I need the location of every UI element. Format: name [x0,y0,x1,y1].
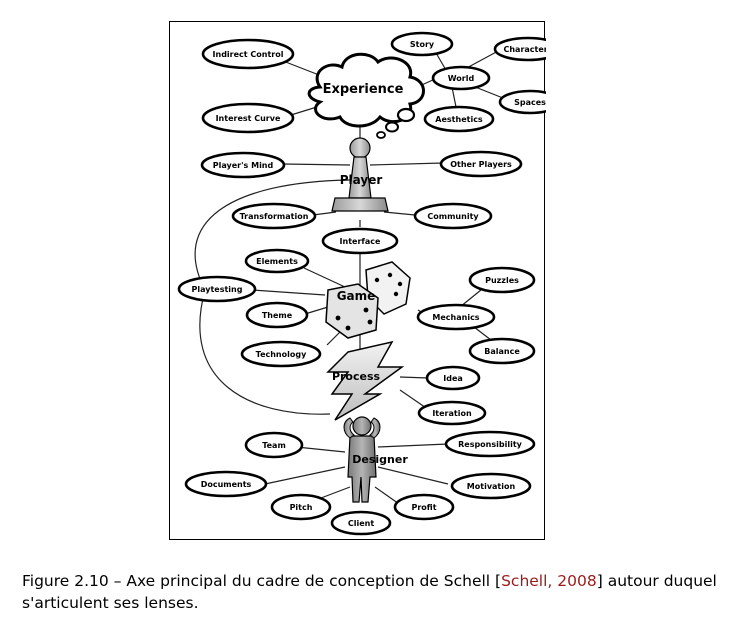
node-interface: Interface [321,227,399,255]
svg-text:Indirect Control: Indirect Control [213,50,284,59]
node-technology: Technology [240,340,322,368]
node-interest-curve: Interest Curve [201,102,295,134]
svg-text:Theme: Theme [262,311,293,320]
svg-text:Documents: Documents [201,480,252,489]
experience-cloud: Experience [307,52,425,139]
svg-text:Story: Story [410,40,435,49]
node-playtesting: Playtesting [177,275,257,303]
node-transformation: Transformation [231,202,317,230]
svg-text:Pitch: Pitch [290,503,313,512]
svg-text:Player's Mind: Player's Mind [213,161,274,170]
svg-text:Community: Community [427,212,479,221]
node-profit: Profit [393,493,455,521]
svg-text:Team: Team [262,441,286,450]
svg-text:Elements: Elements [256,257,298,266]
node-world: World [431,65,491,91]
node-pitch: Pitch [270,493,332,521]
node-indirect-control: Indirect Control [201,38,295,70]
process-label: Process [332,370,381,383]
node-puzzles: Puzzles [468,266,536,294]
svg-text:Responsibility: Responsibility [458,440,523,449]
svg-text:Characters: Characters [503,45,546,54]
svg-text:Idea: Idea [443,374,463,383]
svg-text:Profit: Profit [411,503,436,512]
node-motivation: Motivation [450,472,532,500]
svg-text:Other Players: Other Players [450,160,512,169]
svg-text:World: World [448,74,475,83]
figure-frame: Experience Player Game Process Designer [169,21,546,540]
node-community: Community [413,202,493,230]
node-team: Team [244,431,304,459]
svg-text:Playtesting: Playtesting [192,285,243,294]
player-pawn: Player [331,137,389,212]
svg-text:Interface: Interface [340,237,381,246]
svg-text:Balance: Balance [484,347,520,356]
node-theme: Theme [245,301,309,329]
node-balance: Balance [468,337,536,365]
figure-caption: Figure 2.10 – Axe principal du cadre de … [22,570,737,614]
node-idea: Idea [425,365,481,391]
game-design-lens-map: Experience Player Game Process Designer [177,31,546,536]
svg-text:Interest Curve: Interest Curve [216,114,281,123]
svg-text:Transformation: Transformation [240,212,309,221]
svg-text:Spaces: Spaces [514,98,546,107]
node-aesthetics: Aesthetics [423,105,495,133]
game-label: Game [337,289,376,303]
node-client: Client [330,510,392,536]
player-label: Player [340,173,383,187]
svg-text:Mechanics: Mechanics [432,313,479,322]
svg-text:Iteration: Iteration [432,409,472,418]
designer-label: Designer [352,453,408,466]
caption-prefix: Figure 2.10 – Axe principal du cadre de … [22,572,502,590]
citation-link[interactable]: Schell, 2008 [501,572,597,590]
svg-text:Puzzles: Puzzles [485,276,519,285]
node-elements: Elements [244,248,310,274]
node-documents: Documents [184,470,268,498]
node-players-mind: Player's Mind [200,151,286,179]
designer-figure: Designer [343,416,408,503]
node-spaces: Spaces [498,89,546,115]
node-responsibility: Responsibility [444,430,536,458]
node-characters: Characters [493,36,546,62]
svg-text:Technology: Technology [256,350,307,359]
svg-text:Aesthetics: Aesthetics [435,115,483,124]
node-iteration: Iteration [417,400,487,426]
node-mechanics: Mechanics [416,303,496,331]
node-story: Story [390,31,454,57]
caption-suffix: ] autour duquel s'articulent ses lenses. [22,572,717,612]
svg-text:Motivation: Motivation [467,482,516,491]
game-dice: Game [325,261,411,339]
experience-label: Experience [323,82,404,97]
process-lightning: Process [326,340,405,421]
node-other-players: Other Players [439,150,523,178]
svg-text:Client: Client [348,519,374,528]
